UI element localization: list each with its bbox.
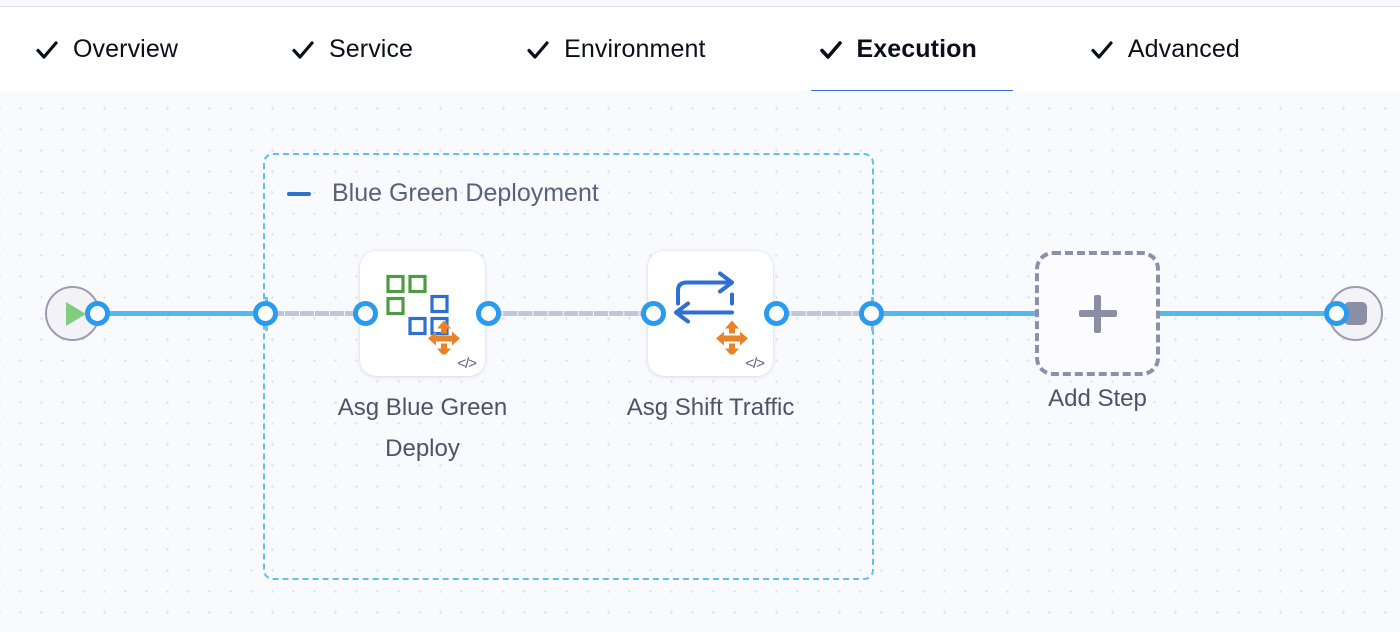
edge-step1-to-step2 [488,311,653,316]
tab-label: Overview [73,35,178,63]
port-end-input[interactable] [1324,301,1349,326]
port-group-output[interactable] [859,301,884,326]
minus-icon[interactable] [287,191,311,196]
asg-blue-green-deploy-icon [380,268,466,359]
step-label: Asg Shift Traffic [626,394,795,421]
check-icon [290,37,316,63]
edge-group-entry [270,311,366,316]
edge-add-step-to-end [1158,311,1336,316]
port-step1-input[interactable] [353,301,378,326]
check-icon [34,37,60,63]
step-group-blue-green-deployment[interactable]: Blue Green Deployment [263,153,874,580]
check-icon [1089,37,1115,63]
check-icon [525,37,551,63]
check-icon [818,37,844,63]
add-step-node[interactable]: Add Step [1035,251,1160,412]
step-node-asg-blue-green-deploy[interactable]: </> Asg Blue Green Deploy [338,251,507,462]
pipeline-end-node[interactable] [1328,286,1383,341]
port-start-output[interactable] [85,301,110,326]
code-badge-icon: </> [457,355,477,372]
edge-start-to-group [96,311,268,316]
code-badge-icon: </> [745,355,765,372]
top-strip [0,0,1400,7]
group-header[interactable]: Blue Green Deployment [287,181,599,206]
execution-canvas[interactable]: Blue Green Deployment [0,91,1400,632]
add-step-label: Add Step [1048,385,1147,412]
tab-label: Execution [856,35,977,63]
tab-service[interactable]: Service [290,8,447,91]
add-step-button[interactable] [1035,251,1160,376]
port-group-input[interactable] [253,301,278,326]
port-step2-input[interactable] [641,301,666,326]
plus-icon [1078,294,1117,333]
edge-group-exit-to-add-step [870,311,1042,316]
port-step2-output[interactable] [764,301,789,326]
tab-label: Service [329,35,414,63]
step-node-asg-shift-traffic[interactable]: </> Asg Shift Traffic [627,251,794,421]
group-title: Blue Green Deployment [332,179,599,207]
stop-icon [1344,302,1367,325]
asg-shift-traffic-icon [668,268,754,359]
tab-environment[interactable]: Environment [525,8,739,91]
stage-tab-bar: Overview Service Environment Execution [0,8,1400,95]
port-step1-output[interactable] [476,301,501,326]
step-label: Asg Blue Green Deploy [337,394,508,463]
play-icon [65,301,86,326]
tab-label: Advanced [1127,35,1240,63]
tab-advanced[interactable]: Advanced [1089,8,1274,91]
step-card[interactable]: </> [360,251,485,376]
tab-overview[interactable]: Overview [34,8,212,91]
step-card[interactable]: </> [648,251,773,376]
tab-label: Environment [564,35,706,63]
tab-execution[interactable]: Execution [810,8,1013,95]
edge-step2-to-group-exit [776,311,874,316]
